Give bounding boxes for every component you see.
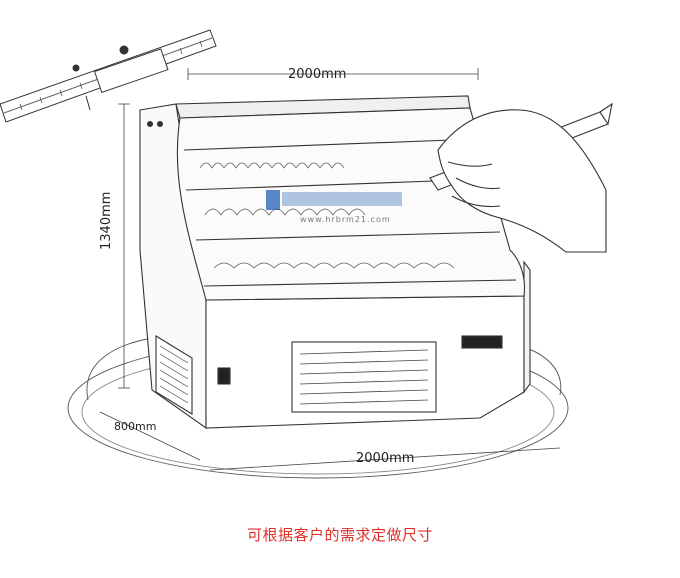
depth-label: 800mm	[114, 420, 156, 433]
hand-with-pencil	[429, 102, 613, 253]
bottom-width-label: 2000mm	[356, 451, 414, 466]
ruler-tool	[0, 29, 217, 123]
top-width-label: 2000mm	[288, 67, 346, 82]
cabinet-body	[139, 95, 531, 430]
custom-size-caption: 可根据客户的需求定做尺寸	[246, 526, 433, 544]
watermark-logo: www.hrbrm21.com	[266, 190, 402, 224]
dimension-lines	[99, 68, 561, 471]
watermark-text: www.hrbrm21.com	[300, 215, 391, 224]
height-label: 1340mm	[99, 192, 114, 250]
